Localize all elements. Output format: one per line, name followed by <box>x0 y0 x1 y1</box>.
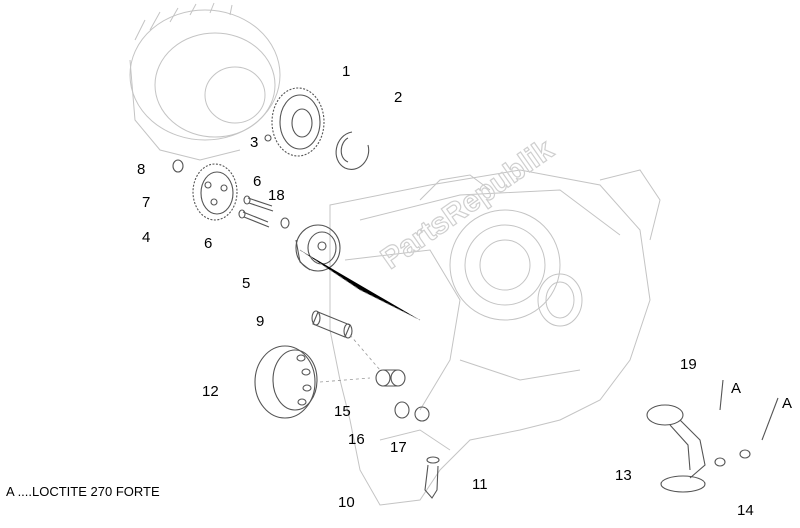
part-11-sensor <box>424 456 440 499</box>
callout-7: 7 <box>142 194 150 211</box>
leader-lines <box>299 249 421 383</box>
loctite-note: A ....LOCTITE 270 FORTE <box>6 484 160 499</box>
part-2-circlip <box>335 131 370 170</box>
part-8-washer <box>172 159 184 173</box>
callout-9: 9 <box>256 313 264 330</box>
callout-3: 3 <box>250 134 258 151</box>
part-9-filter-cylinder <box>311 310 353 339</box>
callout-6b: 6 <box>204 235 212 252</box>
callout-14: 14 <box>737 502 754 519</box>
part-1-gear <box>271 87 325 157</box>
part-16-plug <box>394 401 430 422</box>
callout-18: 18 <box>268 187 285 204</box>
part-3-pin <box>264 134 272 142</box>
callout-a-2: A <box>782 395 792 412</box>
callout-a-1: A <box>731 380 741 397</box>
part-12-oil-filter <box>254 345 318 419</box>
callout-11: 11 <box>472 476 488 493</box>
part-15-spacer <box>375 369 406 387</box>
callout-15: 15 <box>334 403 351 420</box>
callout-4: 4 <box>142 229 150 246</box>
part-6-bolts <box>238 195 274 228</box>
part-13-strainer <box>646 404 751 493</box>
callout-5: 5 <box>242 275 250 292</box>
callout-2: 2 <box>394 89 402 106</box>
callout-1: 1 <box>342 63 350 80</box>
callout-19: 19 <box>680 356 697 373</box>
clutch-basket-outline <box>129 2 281 161</box>
engine-crankcase-outline <box>329 169 661 506</box>
callout-17: 17 <box>390 439 407 456</box>
part-19-bolts <box>719 379 779 441</box>
callout-13: 13 <box>615 467 632 484</box>
callout-16: 16 <box>348 431 365 448</box>
callout-8: 8 <box>137 161 145 178</box>
callout-6a: 6 <box>253 173 261 190</box>
watermark-text: PartsRepublik <box>375 133 559 276</box>
part-7-gear <box>192 163 238 221</box>
part-18-ring <box>280 217 290 229</box>
callout-10: 10 <box>338 494 355 511</box>
callout-12: 12 <box>202 383 219 400</box>
part-5-oil-pump <box>295 224 341 272</box>
